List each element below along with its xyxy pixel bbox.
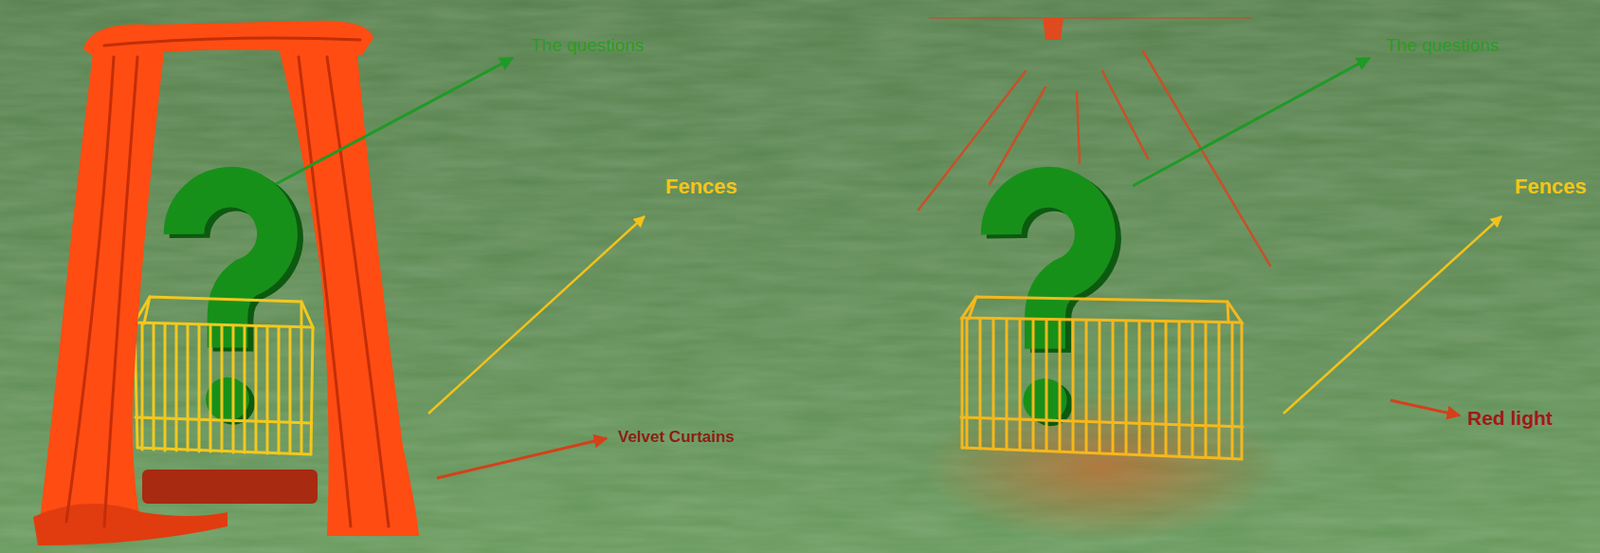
stage-base [142,469,318,504]
ceiling-line [928,17,1252,19]
callout-label: Fences [1514,176,1587,198]
fence [134,296,313,455]
callout-label: Red light [1467,407,1553,428]
callout-label: Fences [665,176,738,198]
leader-line [1390,400,1460,416]
spotlight-lamp [1042,17,1064,40]
callout-label: The questions [1385,36,1499,55]
velvet-curtains [33,20,419,546]
question-mark [1000,186,1095,422]
right-scene [918,17,1502,543]
leader-line [275,57,513,184]
red-glow [922,390,1283,543]
leader-line [436,437,607,478]
fence [961,296,1243,459]
leader-line [428,216,645,414]
callout-label: The questions [530,36,644,55]
left-scene [33,20,645,546]
callout-label: Velvet Curtains [618,428,735,445]
leader-line [1283,216,1502,414]
leader-line [1132,57,1370,186]
